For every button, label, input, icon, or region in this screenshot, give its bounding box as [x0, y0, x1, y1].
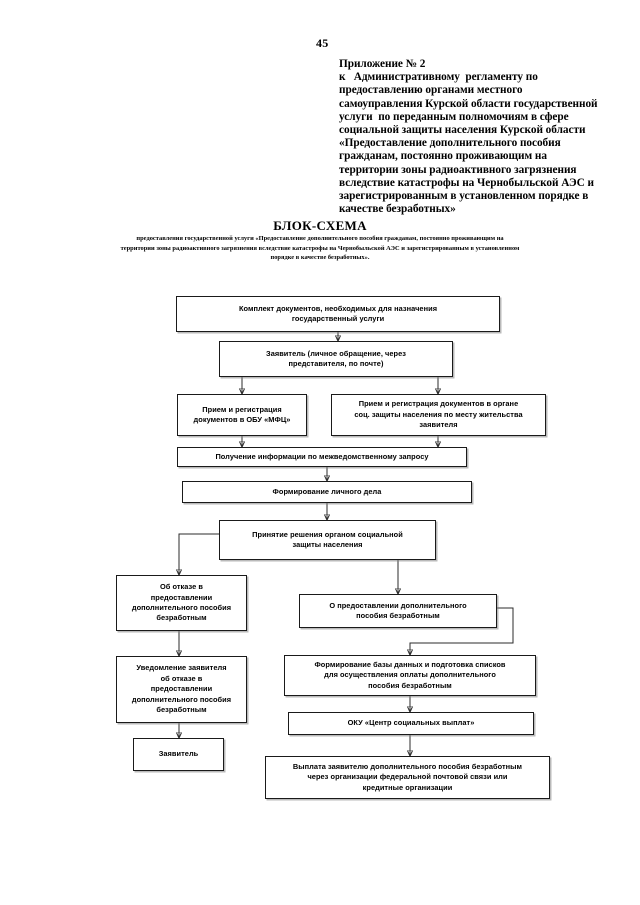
appendix-line: вследствие катастрофы на Чернобыльской А… — [339, 176, 594, 189]
node-line: кредитные организации — [362, 782, 453, 792]
node-line: Заявитель (личное обращение, через — [266, 348, 406, 358]
node-line: для осуществления оплаты дополнительного — [324, 670, 496, 680]
node-line: Об отказе в — [159, 582, 204, 592]
document-title: БЛОК-СХЕМА — [273, 218, 367, 233]
node-line: пособия безработным — [356, 611, 440, 620]
node-line: Принятие решения органом социальной — [252, 529, 403, 539]
node-line: Выплата заявителю дополнительного пособи… — [292, 761, 523, 771]
node-line: предоставлении — [150, 592, 213, 602]
node-approval: О предоставлении дополнительного пособия… — [299, 594, 497, 628]
node-line: документов в ОБУ «МФЦ» — [193, 415, 291, 424]
node-refusal: Об отказе в предоставлении дополнительно… — [116, 575, 247, 631]
node-documents-package: Комплект документов, необходимых для наз… — [176, 296, 500, 332]
appendix-line: услуги по переданным полномочиям в сфере — [339, 110, 569, 123]
node-line: Заявитель — [158, 749, 199, 759]
node-line: представителя, по почте) — [288, 359, 384, 368]
appendix-line: гражданам, постоянно проживающим на — [339, 150, 547, 163]
subtitle-line: территории зоны радиоактивного загрязнен… — [120, 244, 520, 252]
subtitle-line: предоставления государственной услуги «П… — [136, 235, 504, 242]
node-applicant-final: Заявитель — [133, 738, 224, 771]
node-line: безработным — [156, 613, 207, 623]
node-payout: Выплата заявителю дополнительного пособи… — [265, 756, 550, 799]
page-number: 45 — [316, 36, 329, 50]
node-line: Комплект документов, необходимых для наз… — [238, 303, 438, 313]
appendix-line: качестве безработных» — [339, 203, 456, 216]
node-line: пособия безработным — [368, 680, 452, 690]
appendix-line: Приложение № 2 — [339, 58, 426, 70]
node-database-lists: Формирование базы данных и подготовка сп… — [284, 655, 536, 696]
node-line: об отказе в — [160, 673, 203, 683]
node-line: государственный услуги — [291, 314, 385, 323]
node-line: Прием и регистрация документов в органе — [358, 399, 519, 409]
appendix-line: предоставлению органами местного — [339, 84, 523, 97]
appendix-line: самоуправления Курской области государст… — [339, 97, 598, 110]
node-interdepartmental-request: Получение информации по межведомственном… — [177, 447, 467, 467]
node-refusal-notice: Уведомление заявителя об отказе в предос… — [116, 656, 247, 723]
node-personal-file: Формирование личного дела — [182, 481, 472, 503]
appendix-line: зарегистрированным в установленном поряд… — [339, 190, 589, 203]
node-line: предоставлении — [150, 684, 213, 694]
node-applicant-entry: Заявитель (личное обращение, через предс… — [219, 341, 453, 377]
appendix-line: территории зоны радиоактивного загрязнен… — [339, 163, 577, 176]
node-line: безработным — [156, 705, 207, 715]
node-line: Формирование базы данных и подготовка сп… — [314, 659, 506, 669]
node-payment-center: ОКУ «Центр социальных выплат» — [288, 712, 534, 735]
appendix-reference-block: Приложение № 2 к Административному регла… — [339, 58, 599, 216]
appendix-line: социальной защиты населения Курской обла… — [339, 124, 586, 137]
node-line: соц. защиты населения по месту жительств… — [354, 409, 523, 419]
appendix-line: к Административному регламенту по — [339, 71, 538, 84]
node-line: О предоставлении дополнительного — [329, 600, 467, 610]
node-line: дополнительного пособия — [131, 694, 232, 704]
document-subtitle: предоставления государственной услуги «П… — [70, 234, 570, 263]
appendix-line: «Предоставление дополнительного пособия — [339, 137, 561, 150]
node-line: заявителя — [419, 420, 458, 430]
node-line: Прием и регистрация — [202, 404, 282, 414]
node-line: Формирование личного дела — [272, 486, 382, 496]
node-line: Уведомление заявителя — [136, 663, 227, 673]
subtitle-line: порядке в качестве безработных». — [270, 254, 370, 262]
node-registration-mfc: Прием и регистрация документов в ОБУ «МФ… — [177, 394, 307, 436]
node-line: Получение информации по межведомственном… — [215, 451, 429, 461]
node-line: дополнительного пособия — [131, 603, 232, 612]
node-line: ОКУ «Центр социальных выплат» — [347, 718, 475, 728]
node-line: защиты населения — [292, 540, 363, 549]
node-line: через организации федеральной почтовой с… — [307, 772, 508, 782]
node-decision: Принятие решения органом социальной защи… — [219, 520, 436, 560]
node-registration-social: Прием и регистрация документов в органе … — [331, 394, 546, 436]
